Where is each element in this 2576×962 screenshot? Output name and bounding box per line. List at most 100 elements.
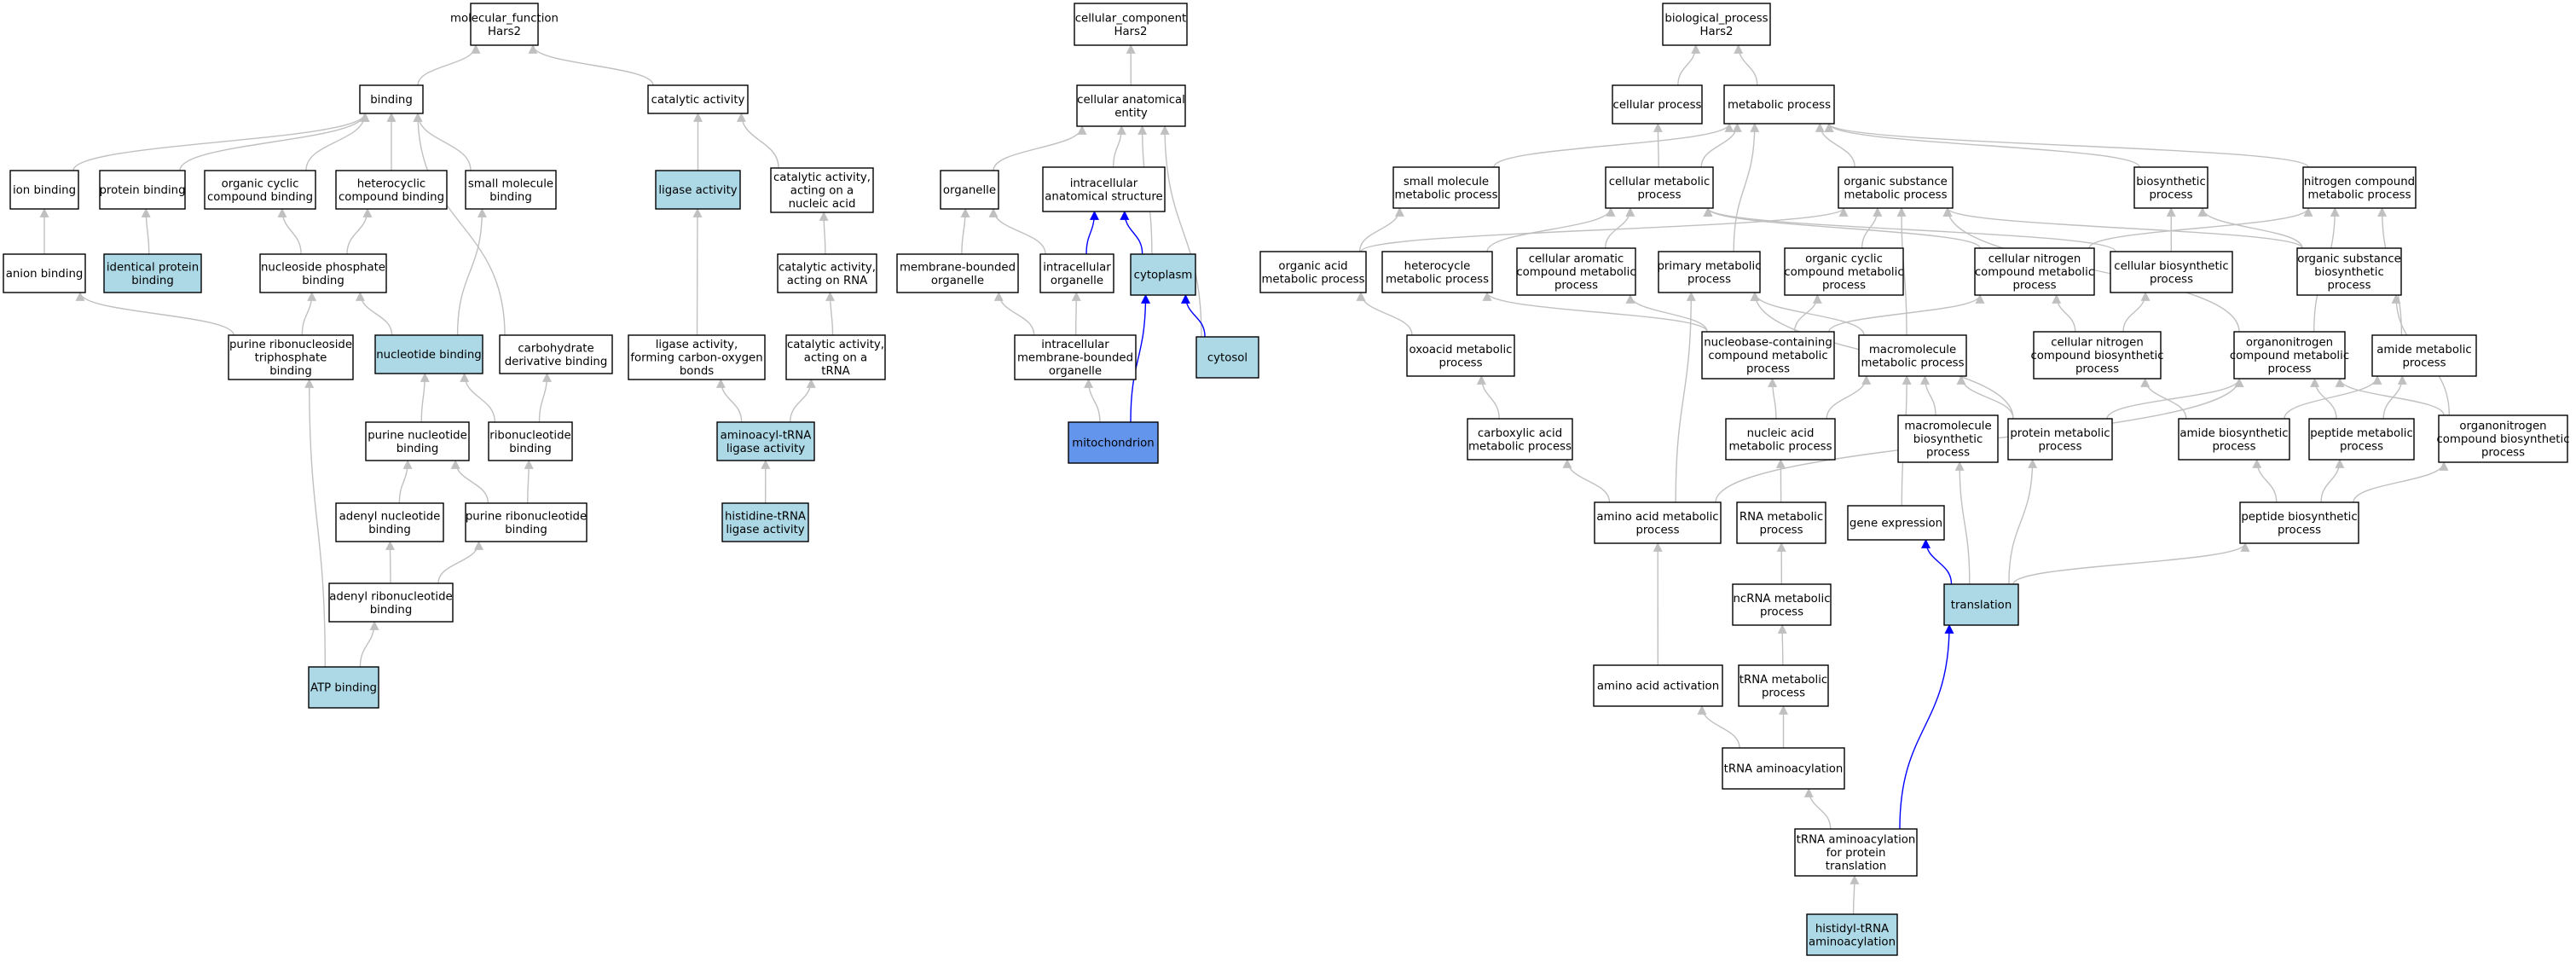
edge-amino-acid-metabolic-process-to-carboxylic-acid-metabolic-process bbox=[1562, 458, 1611, 503]
go-term-label: process bbox=[2267, 363, 2311, 376]
go-term-label: entity bbox=[1114, 107, 1148, 119]
go-term-label: membrane-bounded bbox=[1017, 352, 1133, 365]
go-term-node-nucleotide-binding: nucleotide binding bbox=[374, 334, 483, 374]
go-term-label: molecular_function bbox=[450, 12, 559, 25]
go-term-box bbox=[365, 421, 470, 461]
edge-cellular-biosynthetic-process-to-cellular-metabolic-process bbox=[1703, 206, 2116, 252]
go-term-label: translation bbox=[1951, 600, 2012, 612]
go-term-node-amino-acid-activation: amino acid activation bbox=[1593, 664, 1723, 707]
go-term-label: nucleotide binding bbox=[376, 349, 482, 362]
edge-cytoplasm-to-intracellular-anatomical-structure bbox=[1120, 210, 1143, 255]
go-term-box bbox=[2438, 414, 2568, 463]
go-term-box bbox=[1014, 334, 1137, 380]
go-term-box bbox=[1858, 334, 1967, 377]
edge-line bbox=[1921, 538, 1953, 585]
edge-line bbox=[1815, 122, 1855, 168]
edge-purine-ribonucleoside-triphosphate-binding-to-anion-binding bbox=[75, 291, 234, 336]
edge-line bbox=[819, 211, 829, 255]
go-term-label: nucleoside phosphate bbox=[261, 261, 385, 274]
go-term-label: adenyl nucleotide bbox=[339, 510, 441, 523]
go-term-label: nucleic acid bbox=[789, 198, 856, 211]
go-term-box bbox=[1195, 336, 1259, 379]
go-term-label: compound binding bbox=[339, 191, 444, 204]
go-term-box bbox=[1974, 247, 2095, 296]
edge-line bbox=[1562, 458, 1611, 503]
go-term-box bbox=[2296, 247, 2402, 296]
go-term-label: binding bbox=[489, 191, 532, 204]
go-term-label: metabolic process bbox=[1386, 273, 1489, 286]
go-term-label: protein binding bbox=[99, 184, 185, 197]
edge-line bbox=[1824, 122, 2309, 168]
go-term-label: tRNA aminoacylation bbox=[1724, 763, 1844, 776]
go-term-label: process bbox=[2149, 188, 2192, 201]
go-term-label: binding bbox=[505, 524, 547, 536]
edge-cellular-nitrogen-compound-biosynthetic-process-to-cellular-nitrogen-compound-metabolic-process bbox=[2052, 293, 2076, 333]
edge-line bbox=[346, 207, 373, 255]
edge-small-molecule-binding-to-binding bbox=[413, 112, 472, 171]
edge-cellular-process-to-bp-root bbox=[1677, 43, 1701, 86]
edge-translation-to-protein-metabolic-process bbox=[2008, 458, 2038, 585]
go-term-label: process bbox=[1637, 188, 1681, 201]
go-term-label: ribonucleotide bbox=[489, 429, 570, 442]
go-term-label: primary metabolic bbox=[1657, 260, 1761, 273]
go-term-label: binding bbox=[302, 275, 344, 287]
edge-line bbox=[450, 459, 489, 504]
edge-macromolecule-biosynthetic-process-to-macromolecule-metabolic-process bbox=[1920, 374, 1936, 416]
go-term-label: heterocycle bbox=[1404, 260, 1471, 273]
go-term-label: macromolecule bbox=[1869, 344, 1956, 356]
go-term-box bbox=[2239, 501, 2359, 544]
edge-line bbox=[715, 378, 743, 423]
edge-line bbox=[1768, 377, 1778, 420]
go-term-box bbox=[770, 167, 874, 213]
edge-line bbox=[993, 125, 1087, 171]
go-term-label: nitrogen compound bbox=[2304, 176, 2415, 188]
edge-line bbox=[1084, 378, 1101, 423]
edge-line bbox=[988, 207, 1046, 255]
edge-peptide-biosynthetic-process-to-organonitrogen-compound-biosynthetic-process bbox=[2353, 461, 2449, 503]
edge-line bbox=[456, 207, 487, 336]
edge-line bbox=[1703, 206, 2116, 252]
edge-translation-to-gene-expression bbox=[1921, 538, 1953, 585]
go-term-label: ATP binding bbox=[310, 682, 377, 695]
edge-peptide-biosynthetic-process-to-amide-biosynthetic-process bbox=[2252, 458, 2278, 503]
edge-line bbox=[2284, 374, 2382, 420]
edge-aminoacyl-trna-ligase-activity-to-catalytic-activity-trna bbox=[790, 378, 816, 423]
go-term-node-cytoplasm: cytoplasm bbox=[1130, 253, 1196, 296]
edge-line bbox=[1956, 374, 2014, 420]
go-term-label: cellular metabolic bbox=[1609, 176, 1711, 188]
go-term-label: process bbox=[2038, 440, 2081, 453]
go-term-box bbox=[99, 170, 186, 210]
go-term-label: process bbox=[2402, 356, 2446, 369]
go-term-label: process bbox=[2150, 273, 2193, 286]
go-term-box bbox=[204, 170, 316, 210]
go-term-box bbox=[2371, 334, 2477, 377]
edge-cellular-metabolic-process-to-metabolic-process bbox=[1700, 122, 1742, 168]
edge-line bbox=[460, 372, 496, 423]
edge-line bbox=[524, 459, 534, 504]
go-term-label: membrane-bounded bbox=[900, 261, 1016, 274]
edge-line bbox=[1113, 125, 1126, 168]
edge-line bbox=[1861, 206, 1883, 249]
go-term-label: binding bbox=[269, 365, 312, 378]
go-term-label: compound biosynthetic bbox=[2436, 433, 2569, 446]
edge-nucleobase-containing-compound-metabolic-process-to-heterocycle-metabolic-process bbox=[1482, 291, 1708, 333]
go-term-label: organelle bbox=[931, 275, 984, 287]
edge-adenyl-nucleotide-binding-to-purine-nucleotide-binding bbox=[398, 459, 413, 504]
go-term-box bbox=[1838, 166, 1954, 209]
go-term-label: organelle bbox=[943, 184, 996, 197]
edge-line bbox=[1482, 291, 1708, 333]
edge-line bbox=[413, 112, 506, 336]
edge-purine-ribonucleotide-binding-to-ribonucleotide-binding bbox=[524, 459, 534, 504]
edge-nucleic-acid-metabolic-process-to-nucleobase-containing-compound-metabolic-process bbox=[1768, 377, 1778, 420]
go-term-label: adenyl ribonucleotide bbox=[329, 590, 452, 603]
